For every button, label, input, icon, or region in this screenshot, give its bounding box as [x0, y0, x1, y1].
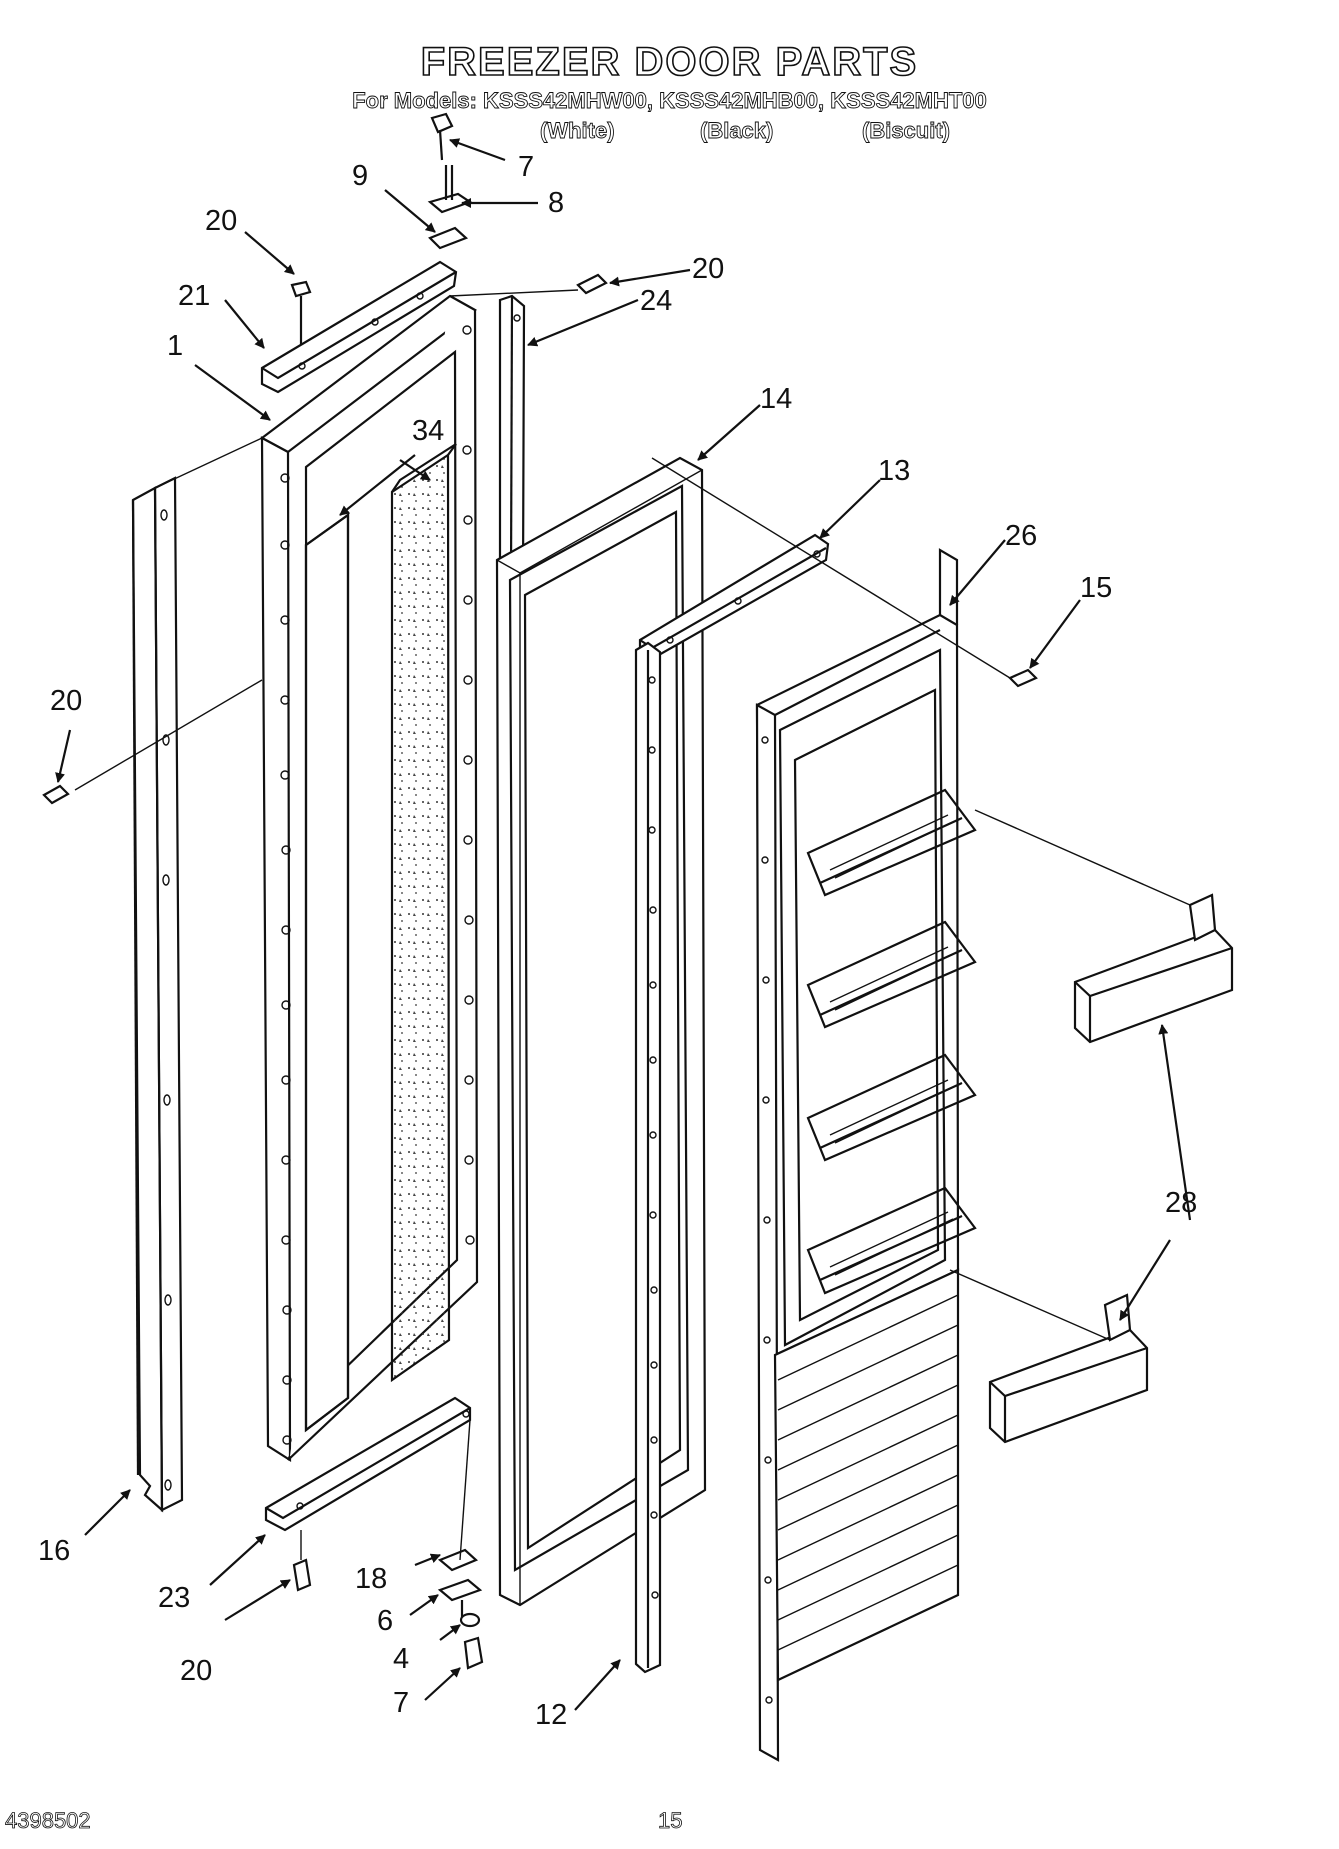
part-34-foam-strip-right [390, 443, 457, 1383]
part-8-hinge-top [427, 165, 473, 214]
callout-labels: 7 8 9 20 21 1 20 24 34 14 13 26 15 20 28… [38, 151, 1197, 1731]
callout-34: 34 [412, 415, 444, 447]
callout-14: 14 [760, 383, 792, 415]
callout-13: 13 [878, 455, 910, 487]
part-18-shim-bottom [437, 1548, 479, 1572]
part-28-bin-upper [1073, 893, 1234, 1044]
callout-20-right: 20 [692, 253, 724, 285]
part-16-side-trim [131, 476, 184, 1513]
callout-18: 18 [355, 1563, 387, 1595]
callout-21: 21 [178, 280, 210, 312]
part-20-screw-left [42, 784, 70, 805]
callout-23: 23 [158, 1582, 190, 1614]
part-26-door-liner [755, 548, 977, 1762]
callout-12: 12 [535, 1699, 567, 1731]
callout-7-bottom: 7 [393, 1687, 409, 1719]
part-7-screw-top [430, 112, 454, 161]
variant-black: (Black) [700, 118, 774, 144]
part-15-screw [1008, 668, 1038, 688]
callout-16: 16 [38, 1535, 70, 1567]
callout-20-bottom: 20 [180, 1655, 212, 1687]
part-28-bin-lower [988, 1293, 1149, 1444]
part-7-screw-bottom [463, 1636, 484, 1670]
callout-20-left: 20 [50, 685, 82, 717]
callout-8: 8 [548, 187, 564, 219]
page-number: 15 [658, 1808, 683, 1834]
page-title: FREEZER DOOR PARTS [420, 39, 919, 85]
callout-24: 24 [640, 285, 672, 317]
part-12-long-strip [634, 641, 662, 1674]
callout-9: 9 [352, 160, 368, 192]
variant-white: (White) [540, 118, 615, 144]
callout-7-top: 7 [518, 151, 534, 183]
part-21-top-bracket [260, 260, 458, 394]
part-20-screw-right [576, 273, 608, 295]
callout-4: 4 [393, 1643, 409, 1675]
callout-6: 6 [377, 1605, 393, 1637]
part-9-shim-top [428, 226, 469, 250]
document-number: 4398502 [5, 1808, 91, 1834]
models-line: For Models: KSSS42MHW00, KSSS42MHB00, KS… [352, 88, 987, 114]
leader-arrows [55, 138, 1192, 1711]
callout-1: 1 [167, 330, 183, 362]
assembly-lines [74, 289, 1191, 1561]
callout-28: 28 [1165, 1187, 1197, 1219]
part-34-foam-strip-left [304, 512, 350, 1433]
variant-biscuit: (Biscuit) [862, 118, 951, 144]
callout-20-top: 20 [205, 205, 237, 237]
part-20-screw-top [290, 280, 312, 345]
callout-15: 15 [1080, 572, 1112, 604]
callout-26: 26 [1005, 520, 1037, 552]
part-4-washer [459, 1612, 481, 1628]
part-20-screw-bottom [292, 1558, 312, 1592]
